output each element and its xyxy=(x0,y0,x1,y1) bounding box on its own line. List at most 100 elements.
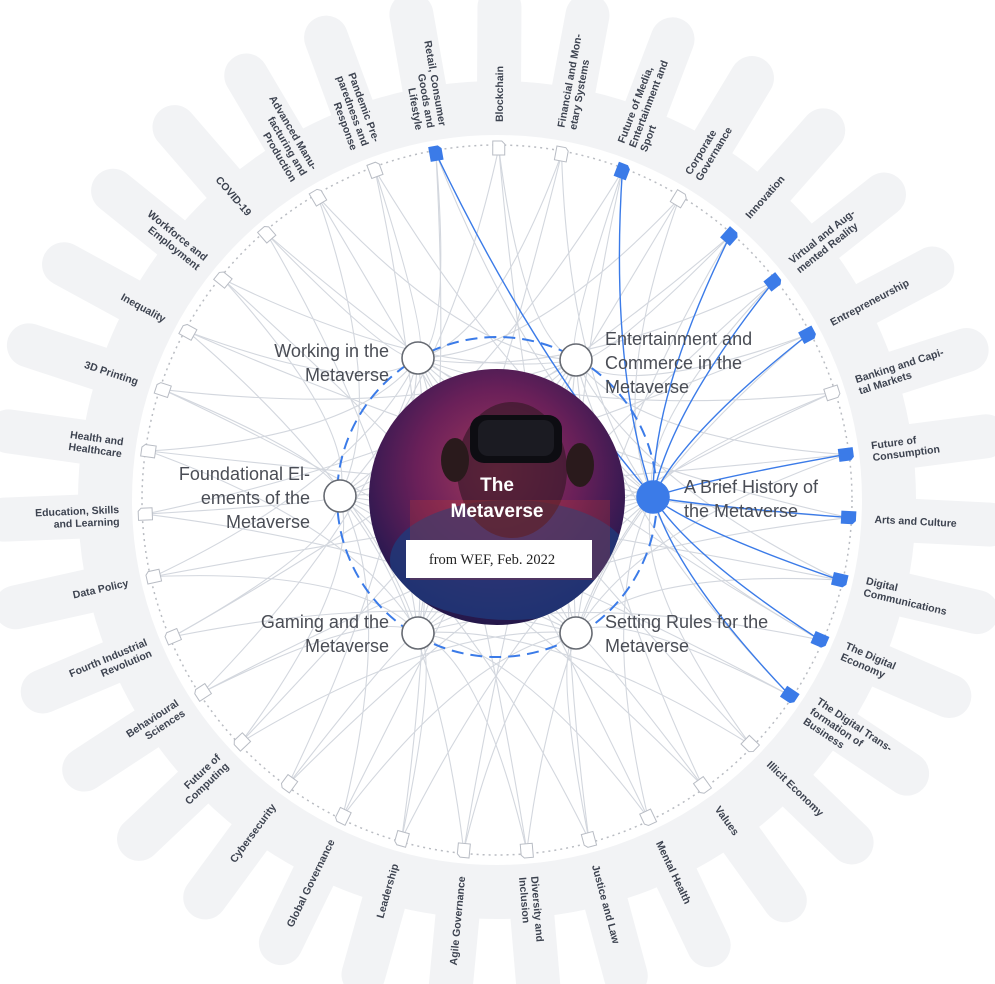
outer-dotted-ring xyxy=(141,144,853,856)
topic-link xyxy=(241,631,577,743)
document-icon xyxy=(669,188,687,209)
section-circle xyxy=(323,479,357,513)
document-icon xyxy=(153,382,172,399)
topic-link xyxy=(222,278,343,497)
document-icon xyxy=(779,685,800,704)
topic-link xyxy=(153,575,419,634)
section-label-line: Metaverse xyxy=(305,636,389,656)
document-icon xyxy=(810,631,830,648)
halo-petal xyxy=(0,494,103,542)
document-icon xyxy=(194,682,213,702)
topic-link xyxy=(201,357,419,693)
topic-link xyxy=(240,495,345,743)
source-label: from WEF, Feb. 2022 xyxy=(429,552,555,568)
document-icon xyxy=(456,842,471,859)
document-icon xyxy=(428,145,444,162)
section-label-line: A Brief History of xyxy=(684,477,819,497)
topic-link xyxy=(317,196,577,361)
document-icon xyxy=(256,225,277,244)
halo-petal xyxy=(20,639,135,714)
document-icon xyxy=(740,734,761,753)
section-label-line: Foundational El- xyxy=(179,464,310,484)
document-icon xyxy=(580,830,598,848)
topic-label: Arts and Culture xyxy=(874,514,957,530)
document-icon xyxy=(639,808,658,827)
halo-ring xyxy=(78,81,916,919)
halo-petal xyxy=(42,242,153,323)
document-icon xyxy=(366,161,384,180)
topic-label-line: Blockchain xyxy=(494,66,506,122)
source-box xyxy=(406,540,592,578)
halo-petal xyxy=(304,15,375,131)
halo-petal xyxy=(341,879,407,984)
document-icon xyxy=(798,325,816,345)
topic-link xyxy=(575,577,840,634)
section-label-line: Gaming and the xyxy=(261,612,389,632)
topic-link xyxy=(374,169,422,359)
topic-link xyxy=(417,153,563,359)
document-icon xyxy=(823,384,841,402)
section-label-line: Setting Rules for the xyxy=(605,612,768,632)
halo-petal xyxy=(477,0,522,106)
highlighted-link xyxy=(652,334,809,498)
document-icon xyxy=(613,161,630,181)
topic-link xyxy=(417,357,833,402)
section-label-line: Working in the xyxy=(274,341,389,361)
topic-link xyxy=(317,196,360,497)
topic-link xyxy=(575,359,841,581)
section-label-line: Commerce in the xyxy=(605,353,742,373)
topic-label-line: Diversity and xyxy=(528,876,546,943)
document-icon xyxy=(553,145,569,163)
halo-petal xyxy=(821,709,930,796)
topic-label-line: Arts and Culture xyxy=(874,514,957,530)
halo-petal xyxy=(258,852,337,966)
halo-petal xyxy=(654,854,731,968)
halo-petal xyxy=(857,643,972,719)
halo-petal xyxy=(802,172,906,264)
halo-petal xyxy=(389,0,447,112)
center-photo: The Metaverse from WEF, Feb. 2022 xyxy=(369,369,625,625)
section-node-history[interactable]: A Brief History of the Metaverse xyxy=(636,477,819,521)
halo-petal xyxy=(690,56,774,166)
topic-link xyxy=(172,610,577,638)
topic-label-line: Inclusion xyxy=(516,877,532,924)
section-circle xyxy=(401,341,435,375)
topic-link xyxy=(648,496,751,745)
halo-petal xyxy=(881,572,995,635)
document-icon xyxy=(837,447,854,462)
section-label-line: Metaverse xyxy=(605,377,689,397)
document-icon xyxy=(164,627,183,646)
topic-link xyxy=(463,632,577,851)
center-title-line-1: The xyxy=(480,475,514,496)
section-circle xyxy=(401,616,435,650)
halo-petal xyxy=(888,414,995,469)
document-icon xyxy=(280,773,299,794)
document-icon xyxy=(212,271,233,289)
halo-petal xyxy=(6,323,124,392)
topic-link xyxy=(498,147,577,361)
halo-petal xyxy=(62,705,170,792)
topic-node[interactable]: Blockchain xyxy=(492,66,506,156)
halo-petal xyxy=(891,498,995,547)
halo-petal xyxy=(583,880,648,984)
section-label-line: the Metaverse xyxy=(684,501,798,521)
section-circle xyxy=(636,480,670,514)
center-title-line-2: Metaverse xyxy=(451,501,544,522)
highlighted-link xyxy=(652,281,774,498)
topic-node[interactable]: Arts and Culture xyxy=(840,510,957,530)
halo-petal xyxy=(510,893,561,984)
halo-petal xyxy=(551,0,610,113)
halo-petal xyxy=(0,568,112,630)
halo-petal xyxy=(718,816,807,923)
